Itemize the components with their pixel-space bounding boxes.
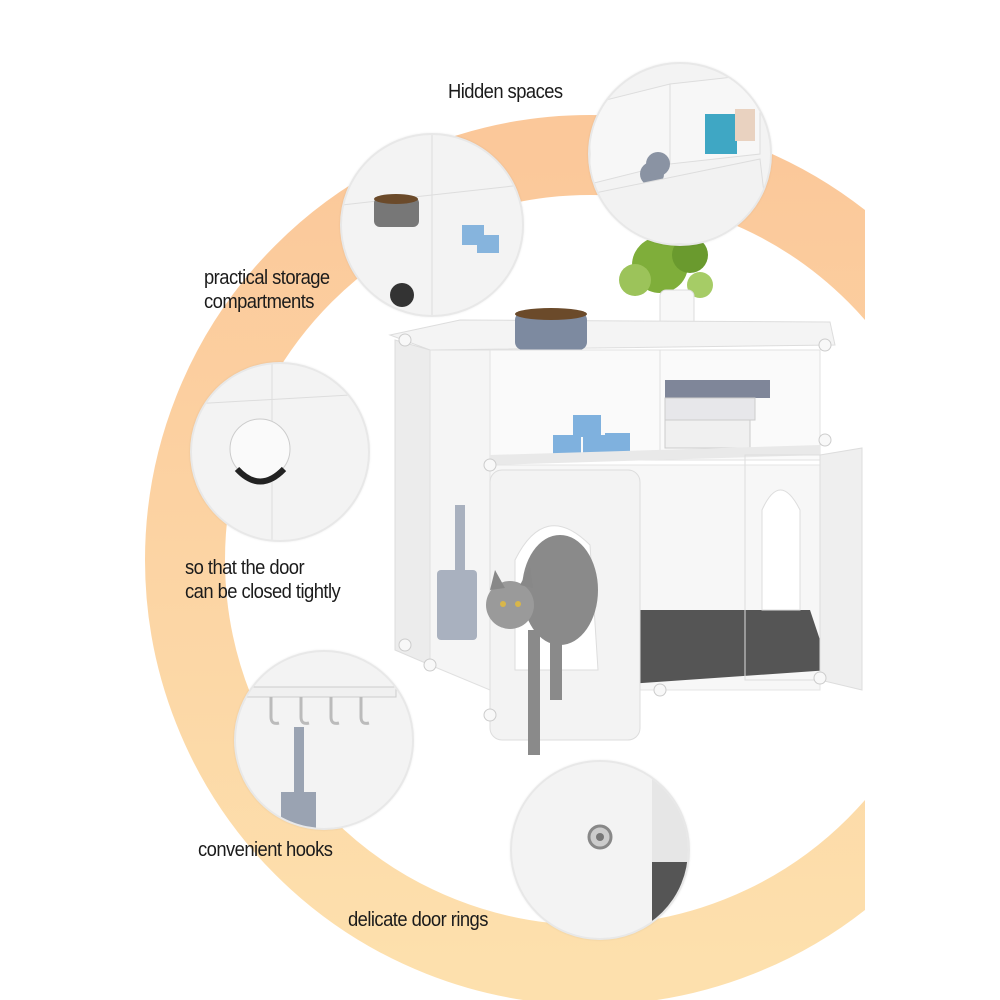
inset-door-rings (510, 760, 690, 940)
label-door-closed: so that the door can be closed tightly (185, 556, 341, 604)
label-door-line1: so that the door (185, 557, 305, 579)
cat-icon (486, 535, 598, 755)
label-hidden-spaces: Hidden spaces (448, 81, 563, 103)
label-hooks: convenient hooks (198, 839, 333, 861)
inset-storage-compartments (340, 133, 524, 317)
label-storage-line1: practical storage (204, 267, 330, 289)
plant-icon (619, 237, 713, 331)
label-storage-line2: compartments (204, 291, 315, 313)
litter-scoop-icon (437, 505, 477, 640)
inset-door-lock (190, 362, 370, 542)
inset-hooks (234, 650, 414, 830)
label-door-rings: delicate door rings (348, 909, 488, 931)
label-storage: practical storage compartments (204, 266, 330, 314)
inset-hidden-spaces (588, 62, 772, 246)
label-door-line2: can be closed tightly (185, 581, 341, 603)
